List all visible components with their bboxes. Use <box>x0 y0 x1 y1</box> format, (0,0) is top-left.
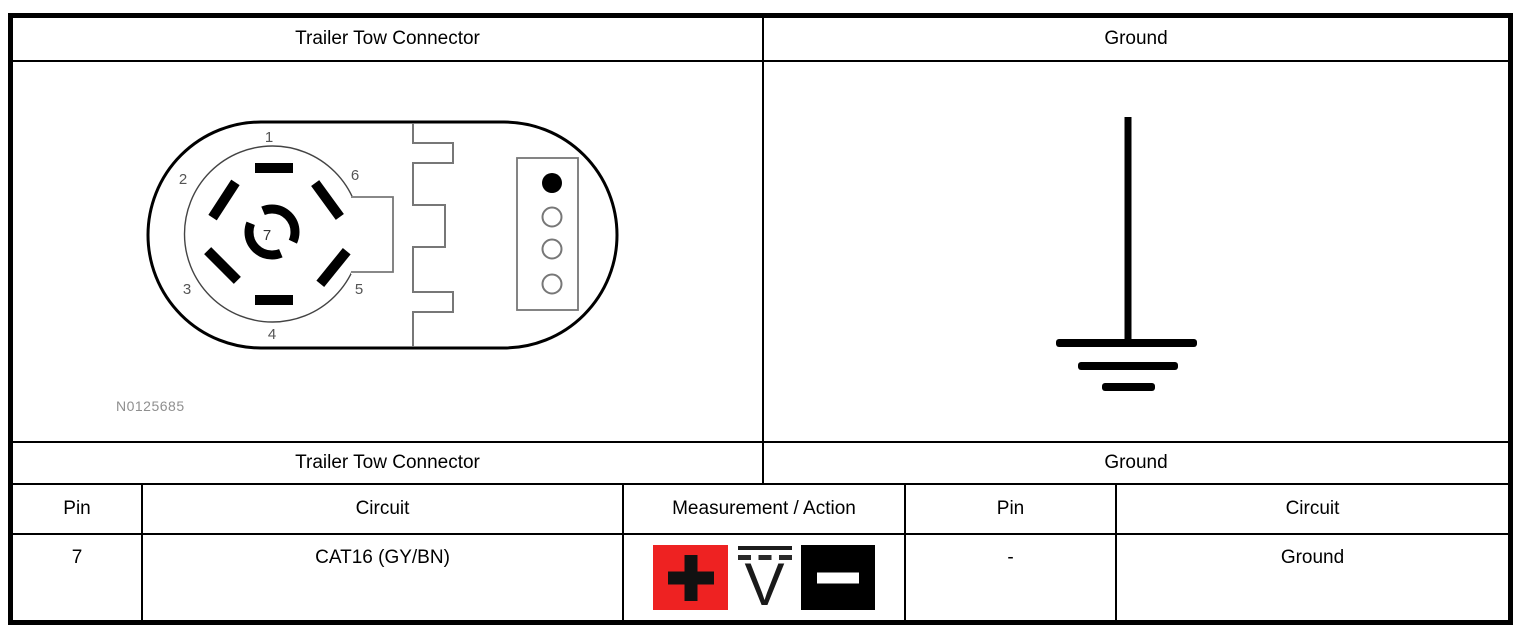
col-header-pin-left: Pin <box>13 485 143 533</box>
col-header-circuit-left: Circuit <box>143 485 624 533</box>
pin-cavity-4 <box>255 295 293 305</box>
ground-stem <box>1124 117 1132 344</box>
col-header-circuit-right: Circuit <box>1117 485 1508 533</box>
dc-voltage-dashed-line <box>737 555 792 560</box>
terminal-dot-open-2 <box>541 238 563 260</box>
trailer-tow-connector-diagram: 1 2 3 4 5 6 7 <box>146 120 619 350</box>
sub-header-right-label: Ground <box>1104 452 1168 473</box>
pinpoint-test-table: Trailer Tow Connector Ground <box>8 13 1513 625</box>
col-header-measurement-action: Measurement / Action <box>624 485 906 533</box>
pin-cavity-7 <box>244 204 300 260</box>
top-header-right-label: Ground <box>1104 28 1168 49</box>
top-header-row: Trailer Tow Connector Ground <box>13 18 1508 62</box>
col-header-pin-right-label: Pin <box>996 498 1025 519</box>
circuit-value-left-cell: CAT16 (GY/BN) <box>143 535 624 620</box>
sub-header-ground: Ground <box>764 443 1508 483</box>
pin-value-right-cell: - <box>906 535 1117 620</box>
pin-label-1: 1 <box>265 129 273 146</box>
pin-cavity-3 <box>204 247 241 284</box>
top-header-trailer-tow-connector: Trailer Tow Connector <box>13 18 764 60</box>
pin-cavity-2 <box>208 179 240 221</box>
connector-housing-outline <box>146 120 619 350</box>
circuit-value-right-cell: Ground <box>1117 535 1508 620</box>
col-header-circuit-right-label: Circuit <box>1285 498 1340 519</box>
data-row: 7 CAT16 (GY/BN) V - <box>13 535 1508 620</box>
col-header-pin-left-label: Pin <box>63 498 91 519</box>
sub-header-trailer-tow-connector: Trailer Tow Connector <box>13 443 764 483</box>
connector-keyway-notch <box>351 196 394 273</box>
ground-bar-2 <box>1078 362 1178 370</box>
dc-voltage-solid-line <box>737 546 792 550</box>
top-header-ground: Ground <box>764 18 1508 60</box>
sub-header-row: Trailer Tow Connector Ground <box>13 443 1508 485</box>
circuit-value-right: Ground <box>1280 547 1345 568</box>
top-header-left-label: Trailer Tow Connector <box>295 28 480 49</box>
dc-voltage-letter: V <box>744 551 785 618</box>
measurement-icons: V <box>653 545 875 618</box>
negative-lead-icon <box>801 545 875 610</box>
diagram-row: 1 2 3 4 5 6 7 N0125685 <box>13 62 1508 443</box>
terminal-dot-open-1 <box>541 206 563 228</box>
pin-label-3: 3 <box>183 281 191 298</box>
pin-label-2: 2 <box>179 171 187 188</box>
positive-lead-icon <box>653 545 728 610</box>
terminal-dot-filled <box>542 173 562 193</box>
pin-label-7: 7 <box>263 227 271 244</box>
pin-value-left-cell: 7 <box>13 535 143 620</box>
terminal-dot-open-3 <box>541 273 563 295</box>
pin-value-left: 7 <box>71 547 83 568</box>
connector-diagram-cell: 1 2 3 4 5 6 7 N0125685 <box>13 62 764 441</box>
pin-label-6: 6 <box>351 167 359 184</box>
terminal-block-outline <box>516 157 579 311</box>
figure-id-label: N0125685 <box>116 398 185 414</box>
notch-mask <box>351 196 395 274</box>
connector-key-divider <box>412 123 454 347</box>
pin-cavity-6 <box>311 180 344 220</box>
col-header-circuit-left-label: Circuit <box>355 498 410 519</box>
pin-label-5: 5 <box>355 281 363 298</box>
pin-value-right: - <box>1007 547 1014 568</box>
col-header-pin-right: Pin <box>906 485 1117 533</box>
ground-symbol-icon <box>1056 117 1197 391</box>
pin-label-4: 4 <box>268 326 276 343</box>
dc-voltage-icon: V <box>737 546 792 618</box>
col-header-measurement-label: Measurement / Action <box>672 498 856 519</box>
sub-header-left-label: Trailer Tow Connector <box>295 452 480 473</box>
circuit-value-left: CAT16 (GY/BN) <box>315 547 450 568</box>
pin-cavity-1 <box>255 163 293 173</box>
ground-bar-1 <box>1056 339 1197 347</box>
ground-bar-3 <box>1102 383 1155 391</box>
ground-symbol-cell <box>764 62 1508 441</box>
pin-cavity-5 <box>316 248 351 287</box>
column-header-row: Pin Circuit Measurement / Action Pin Cir… <box>13 485 1508 535</box>
measurement-action-cell: V <box>624 535 906 620</box>
